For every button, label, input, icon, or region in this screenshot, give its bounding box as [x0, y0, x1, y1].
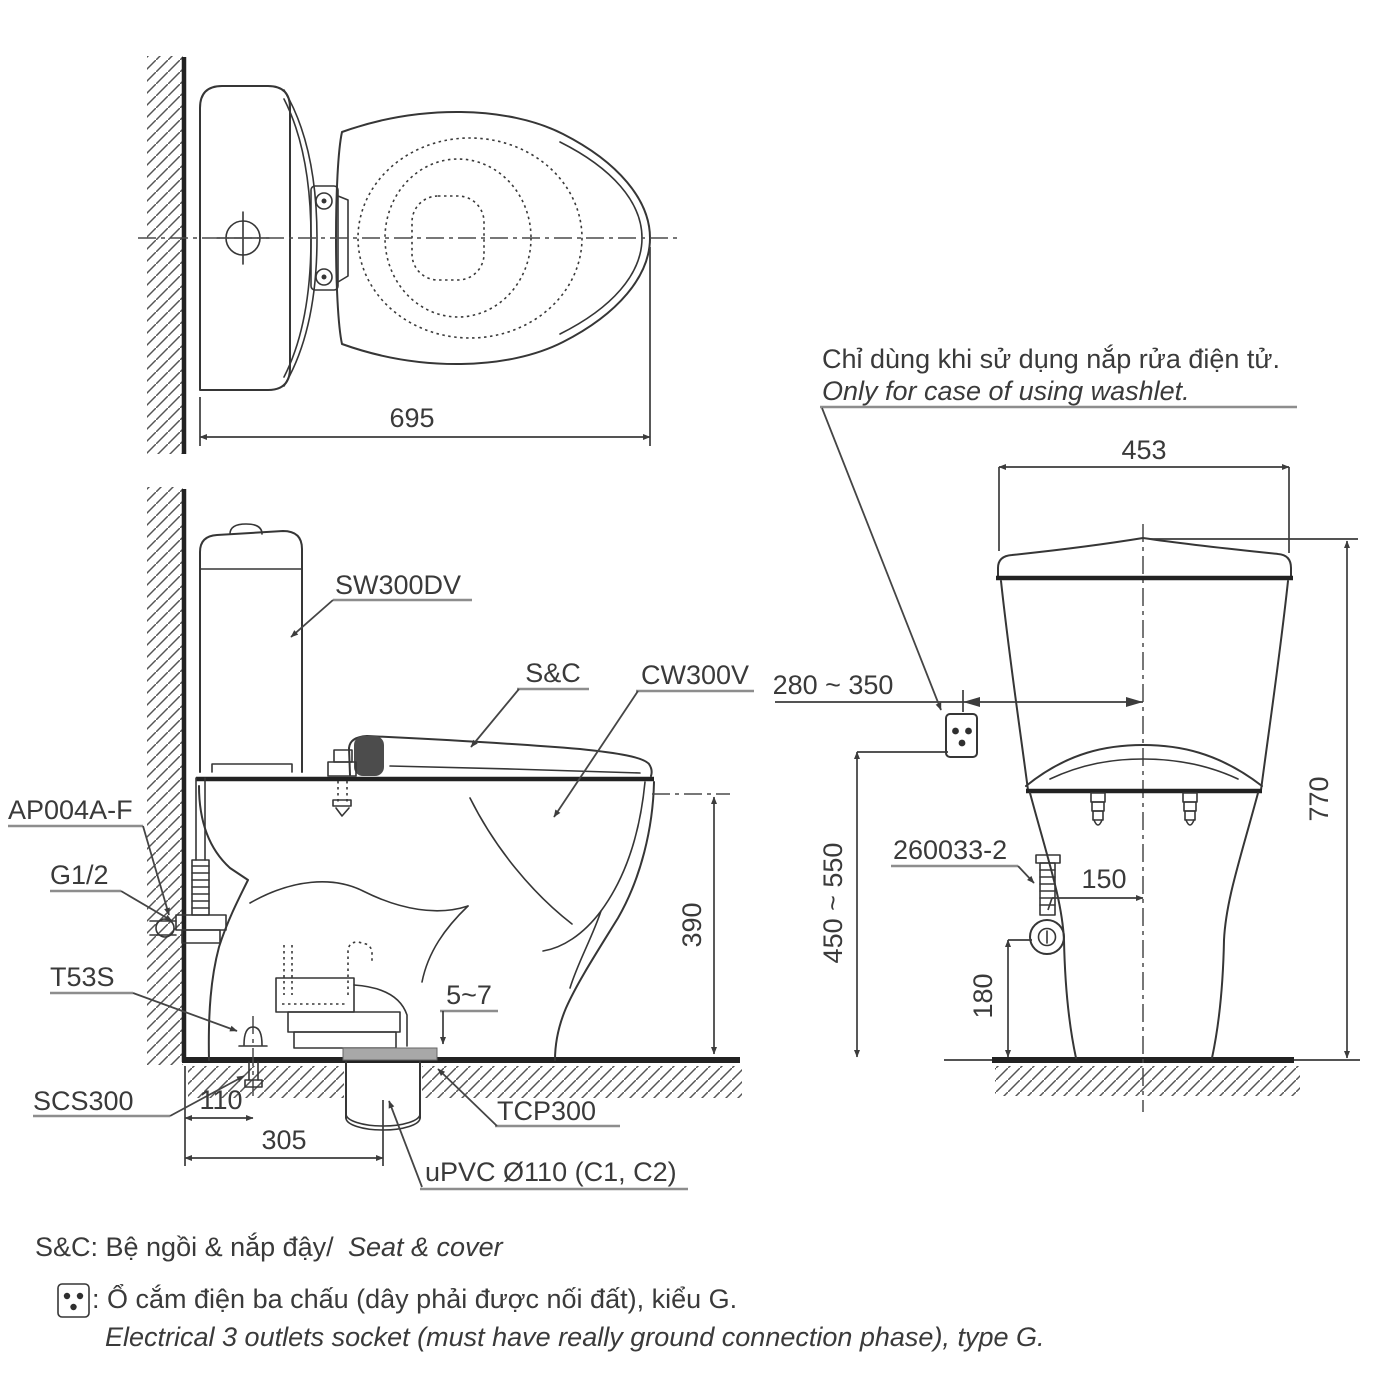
hinge-bracket-top-view — [310, 185, 349, 291]
label-gasket: TCP300 — [497, 1096, 596, 1126]
wall-hatch-top-view — [147, 56, 183, 454]
hinge-side — [354, 736, 384, 776]
bowl-rim-front — [1025, 744, 1263, 787]
legend-socket-en: Electrical 3 outlets socket (must have r… — [105, 1322, 1044, 1352]
washlet-note-en: Only for case of using washlet. — [822, 376, 1190, 406]
leaders — [8, 405, 1297, 1191]
gasket-tcp300 — [342, 1047, 438, 1061]
dim-695: 695 — [389, 403, 434, 433]
side-view — [147, 487, 742, 1166]
dim-450-550: 450 ~ 550 — [818, 843, 848, 964]
dim-280-350: 280 ~ 350 — [773, 670, 894, 700]
tank-front-curve — [283, 89, 318, 387]
floor-hatch-front — [995, 1066, 1300, 1096]
tank-lid-front — [997, 537, 1292, 578]
dim-453: 453 — [1121, 435, 1166, 465]
dim-180: 180 — [968, 973, 998, 1018]
label-supply-hose: 260033-2 — [893, 835, 1007, 865]
label-tank: SW300DV — [335, 570, 461, 600]
top-view — [138, 56, 678, 454]
front-view — [775, 464, 1360, 1112]
dim-390: 390 — [677, 902, 707, 947]
fixing-stud-right — [1182, 792, 1198, 826]
power-socket-legend-icon — [57, 1283, 90, 1318]
supply-valve-front — [1029, 854, 1065, 955]
flush-button — [229, 523, 263, 535]
fixing-stud-left — [1090, 792, 1106, 826]
tank-side — [199, 530, 303, 773]
dim-110: 110 — [199, 1085, 242, 1115]
floor-hatch-side — [188, 1066, 742, 1098]
legend-seat-cover-en: Seat & cover — [348, 1232, 504, 1262]
label-thread: G1/2 — [50, 860, 109, 890]
label-bowl: CW300V — [641, 660, 749, 690]
dim-5-7: 5~7 — [446, 980, 492, 1010]
drain-connector — [275, 941, 438, 1061]
label-t53s: T53S — [50, 962, 115, 992]
legend-seat-cover-vi: S&C: Bệ ngồi & nắp đậy/ — [35, 1231, 334, 1262]
seat-cover-side — [327, 735, 653, 817]
bowl-back-profile — [198, 785, 249, 1061]
dim-770: 770 — [1304, 776, 1334, 821]
label-drain-pipe: uPVC Ø110 (C1, C2) — [425, 1157, 677, 1187]
dim-305: 305 — [261, 1125, 306, 1155]
label-floor-fixing: SCS300 — [33, 1086, 134, 1116]
text-layer: Chỉ dùng khi sử dụng nắp rửa điện tử. On… — [8, 343, 1334, 1187]
label-angle-valve: AP004A-F — [8, 795, 133, 825]
floor-bolt — [238, 1016, 268, 1096]
seat-dotted-outer — [357, 137, 583, 339]
power-socket-icon — [945, 713, 978, 758]
seat-cover-outline — [335, 111, 651, 365]
dim-150: 150 — [1081, 864, 1126, 894]
washlet-note-vi: Chỉ dùng khi sử dụng nắp rửa điện tử. — [822, 343, 1280, 374]
label-seat-cover: S&C — [525, 658, 581, 688]
seat-bolt-dotted — [332, 781, 352, 817]
legend: S&C: Bệ ngồi & nắp đậy/ Seat & cover : Ổ… — [35, 1231, 1044, 1352]
legend-socket-vi: : Ổ cắm điện ba chấu (dây phải được nối … — [92, 1283, 737, 1314]
wall-hatch-side-view — [147, 487, 183, 1065]
bowl-front-profile — [554, 781, 655, 1061]
